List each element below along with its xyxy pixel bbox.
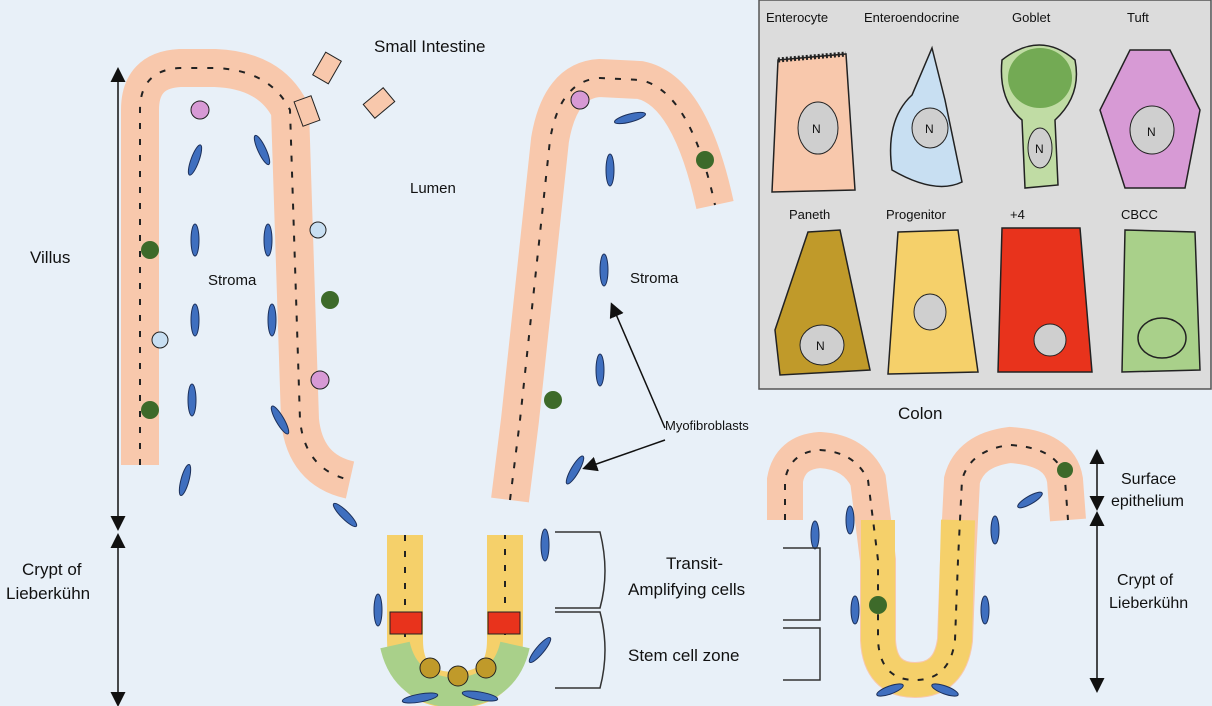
surface-label-1: Surface [1121,471,1176,488]
plus4-cell-right [488,612,520,634]
myofibroblast [991,516,999,544]
tuft-cell [311,371,329,389]
legend-label-enteroendocrine: Enteroendocrine [864,10,959,25]
paneth-cell-1 [420,658,440,678]
lumen-label: Lumen [410,180,456,197]
crypt-right-label-1: Crypt of [1117,572,1174,589]
enteroendocrine-cell [152,332,168,348]
small-intestine-title: Small Intestine [374,37,486,56]
myofibroblast [606,154,614,186]
goblet-cell [141,401,159,419]
myofibroblast [541,529,549,561]
tuft-nucleus-letter: N [1147,125,1156,139]
legend-label-goblet: Goblet [1012,10,1051,25]
myofibroblast [264,224,272,256]
myofibroblast [811,521,819,549]
plus4-nucleus [1034,324,1066,356]
myofibroblast [846,506,854,534]
cbcc-shape [1122,230,1200,372]
crypt-left-label-1: Crypt of [22,560,82,579]
legend-label-progenitor: Progenitor [886,207,947,222]
villus-label: Villus [30,248,70,267]
tuft-cell [571,91,589,109]
stroma-right-label: Stroma [630,270,679,287]
cell-type-legend: Enterocyte Enteroendocrine Goblet Tuft P… [759,0,1211,389]
goblet-cell [696,151,714,169]
stroma-left-label: Stroma [208,272,257,289]
transit-label-2: Amplifying cells [628,580,745,599]
legend-label-enterocyte: Enterocyte [766,10,828,25]
myofibroblast [596,354,604,386]
tuft-cell [191,101,209,119]
legend-label-tuft: Tuft [1127,10,1149,25]
legend-label-paneth: Paneth [789,207,830,222]
myofibroblast [374,594,382,626]
myofibroblasts-label: Myofibroblasts [665,418,749,433]
goblet-cell [1057,462,1073,478]
legend-label-plus4: +4 [1010,207,1025,222]
surface-label-2: epithelium [1111,493,1184,510]
colon-title: Colon [898,404,942,423]
myofibroblast [268,304,276,336]
myofibroblast [191,304,199,336]
goblet-nucleus-letter: N [1035,142,1044,156]
myofibroblast [191,224,199,256]
enteroendocrine-nucleus-letter: N [925,122,934,136]
myofibroblast [188,384,196,416]
goblet-cell [321,291,339,309]
legend-label-cbcc: CBCC [1121,207,1158,222]
plus4-cell-left [390,612,422,634]
enterocyte-nucleus-letter: N [812,122,821,136]
goblet-mucin-granules [1008,48,1072,108]
progenitor-nucleus [914,294,946,330]
crypt-left-label-2: Lieberkühn [6,584,90,603]
transit-label-1: Transit- [666,554,723,573]
paneth-nucleus-letter: N [816,339,825,353]
paneth-cell-3 [476,658,496,678]
myofibroblast [600,254,608,286]
goblet-cell [544,391,562,409]
goblet-cell [141,241,159,259]
myofibroblast [981,596,989,624]
myofibroblast [851,596,859,624]
paneth-cell-2 [448,666,468,686]
crypt-right-label-2: Lieberkühn [1109,595,1188,612]
stem-zone-label: Stem cell zone [628,646,740,665]
enteroendocrine-cell [310,222,326,238]
goblet-cell [869,596,887,614]
